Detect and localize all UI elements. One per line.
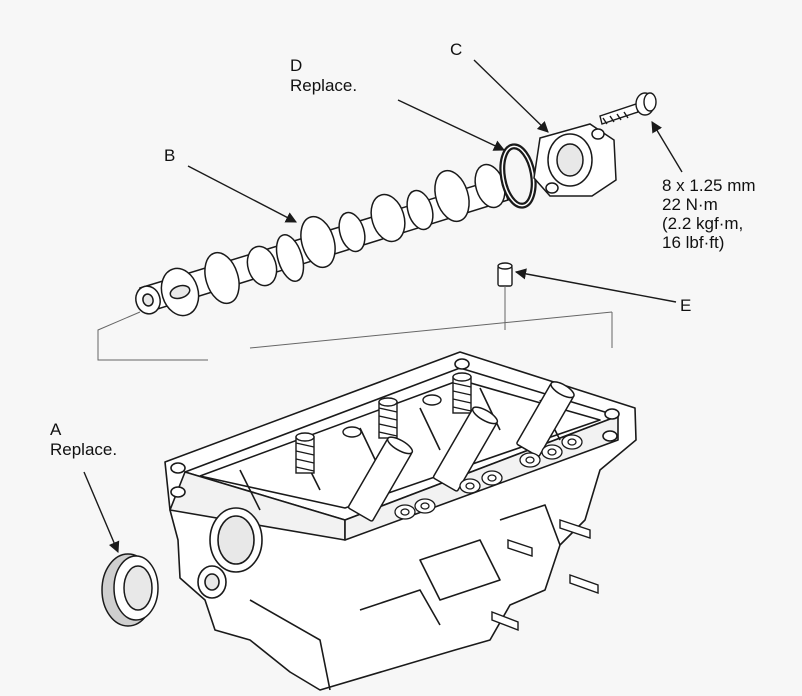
label-d-note: Replace. [290, 76, 358, 95]
arrow-e [514, 268, 677, 303]
arrow-bolt [651, 121, 683, 173]
camshaft [135, 163, 509, 317]
label-c: C [450, 40, 462, 60]
label-e-letter: E [680, 296, 692, 315]
bolt-torque-kgf: (2.2 kgf·m, [662, 214, 744, 233]
studs [491, 519, 599, 632]
label-a: A Replace. [50, 420, 117, 460]
label-d: D Replace. [290, 56, 357, 96]
dowel-pin [497, 262, 513, 287]
label-a-note: Replace. [50, 440, 118, 459]
alignment-lines [97, 286, 613, 361]
bolt-torque-lbf: 16 lbf·ft) [662, 233, 725, 252]
bolt-spec: 8 x 1.25 mm 22 N·m (2.2 kgf·m, 16 lbf·ft… [662, 176, 756, 252]
label-b: B [164, 146, 175, 166]
rocker-shafts [347, 381, 575, 522]
callout-arrows [83, 59, 683, 554]
o-ring [499, 143, 537, 209]
arrow-d [397, 99, 506, 151]
bolt-torque-nm: 22 N·m [662, 195, 718, 214]
arrow-a [83, 471, 120, 554]
label-c-letter: C [450, 40, 463, 59]
oil-seal [101, 553, 159, 627]
arrow-b [187, 165, 297, 223]
label-b-letter: B [164, 146, 176, 165]
bolt-size: 8 x 1.25 mm [662, 176, 756, 195]
camshaft-housing [533, 123, 617, 197]
arrow-c [473, 59, 549, 133]
label-a-letter: A [50, 420, 62, 439]
valve-springs [295, 372, 472, 474]
label-e: E [680, 296, 691, 316]
valve-retainers [394, 434, 583, 520]
bolt [599, 92, 657, 125]
label-d-letter: D [290, 56, 303, 75]
